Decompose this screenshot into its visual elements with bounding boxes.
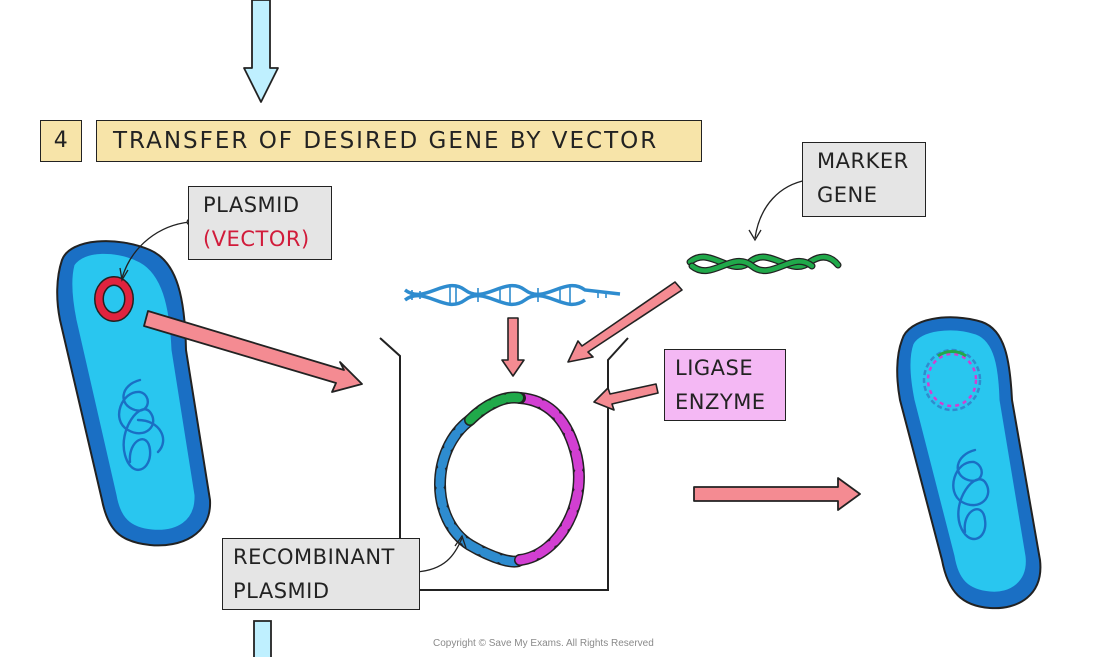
flow-arrow-bottom (253, 620, 272, 657)
marker-label-line1: MARKER (817, 149, 909, 173)
marker-label-line2: GENE (817, 182, 878, 207)
plasmid-label-line1: PLASMID (203, 193, 300, 217)
step-number: 4 (40, 120, 82, 162)
recombinant-label-line2: PLASMID (233, 578, 330, 603)
arrow-marker-to-vessel (567, 281, 683, 363)
ligase-label-line1: LIGASE (675, 356, 754, 380)
plasmid-label-line2: (VECTOR) (203, 226, 310, 251)
recombinant-label-line1: RECOMBINANT (233, 545, 395, 569)
recombinant-plasmid-label: RECOMBINANT PLASMID (222, 538, 420, 610)
marker-gene-label: MARKER GENE (802, 142, 926, 217)
arrow-plasmid-to-vessel (143, 310, 363, 393)
ligase-label-line2: ENZYME (675, 389, 766, 414)
recombinant-plasmid (434, 391, 585, 568)
reaction-vessel (379, 337, 629, 591)
arrow-gene-to-vessel (501, 317, 525, 377)
desired-gene-dna (403, 283, 621, 307)
label-connectors (119, 176, 811, 576)
flow-arrow-top (243, 0, 279, 103)
step-title: TRANSFER OF DESIRED GENE BY VECTOR (96, 120, 702, 162)
ligase-enzyme-label: LIGASE ENZYME (664, 349, 786, 421)
marker-gene-dna (686, 253, 842, 275)
bacterium-left (56, 240, 212, 547)
arrow-ligase-to-plasmid (593, 383, 659, 411)
arrow-vessel-to-bacterium (693, 477, 861, 511)
bacterium-right (896, 316, 1042, 610)
plasmid-vector-label: PLASMID (VECTOR) (188, 186, 332, 260)
copyright-notice: Copyright © Save My Exams. All Rights Re… (433, 638, 654, 649)
